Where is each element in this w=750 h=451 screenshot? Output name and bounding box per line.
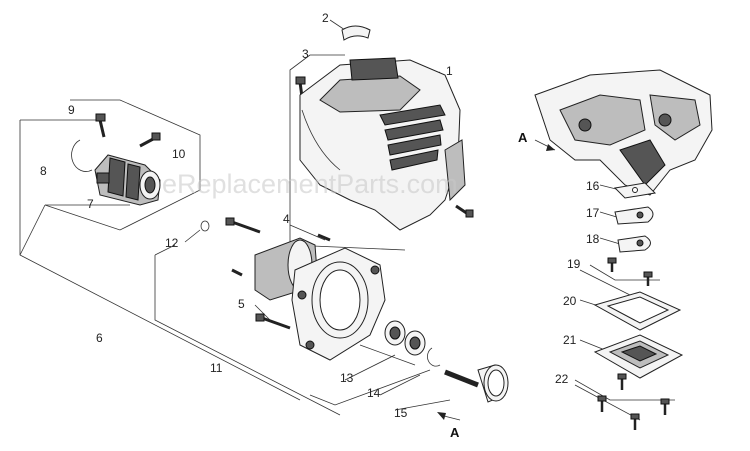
callout-6: 6 (96, 331, 103, 345)
part-2-cap (341, 25, 371, 41)
part-8-clip-ring (71, 139, 93, 172)
callout-16: 16 (586, 179, 600, 193)
part-5-bolt (255, 313, 291, 330)
callout-5: 5 (238, 297, 245, 311)
callout-19: 19 (567, 257, 581, 271)
reference-mark-a-bottom: A (450, 425, 460, 440)
callout-22: 22 (555, 372, 569, 386)
arrow-a-top (546, 144, 555, 151)
callout-17: 17 (586, 206, 600, 220)
callout-10: 10 (172, 147, 186, 161)
callout-2: 2 (322, 11, 329, 25)
part-22-screws (597, 373, 670, 430)
callout-12: 12 (165, 236, 179, 250)
callout-21: 21 (563, 333, 577, 347)
part-10-screw (139, 132, 161, 148)
callout-1: 1 (446, 64, 453, 78)
part-21-reed-block (593, 334, 684, 379)
part-19-screws (607, 257, 653, 286)
part-17-plate (614, 206, 654, 225)
part-7-filter-assembly (94, 154, 161, 206)
watermark-text: eReplacementParts.com (162, 169, 458, 199)
callout-11: 11 (210, 361, 223, 375)
part-12-o-ring (200, 220, 210, 232)
cover-screw (455, 204, 474, 218)
reference-mark-a-top: A (518, 130, 528, 145)
callout-4: 4 (283, 212, 290, 226)
part-20-gasket (593, 291, 682, 331)
part-1-engine-cover (299, 57, 466, 231)
callout-7: 7 (87, 197, 94, 211)
callout-18: 18 (586, 232, 600, 246)
callout-13: 13 (340, 371, 354, 385)
part-18-valve (617, 235, 651, 253)
crankcase-frame (534, 69, 713, 196)
arrow-a-bottom (437, 412, 446, 420)
clutch-housing (291, 247, 386, 361)
callout-20: 20 (563, 294, 577, 308)
callout-3: 3 (302, 47, 309, 61)
callout-14: 14 (367, 386, 381, 400)
part-9-bolt (95, 113, 106, 138)
callout-15: 15 (394, 406, 408, 420)
part-4-bolts (225, 217, 331, 277)
part-13-bearings (384, 320, 426, 356)
callout-8: 8 (40, 164, 47, 178)
callout-labels: 2 3 1 9 10 8 7 4 12 5 6 11 13 14 15 16 1… (40, 11, 600, 440)
part-16-gasket (613, 182, 657, 199)
part-14-snap-ring (427, 347, 441, 367)
callout-9: 9 (68, 103, 75, 117)
part-15-clutch-drum (444, 364, 509, 403)
reference-arrows (437, 144, 555, 420)
